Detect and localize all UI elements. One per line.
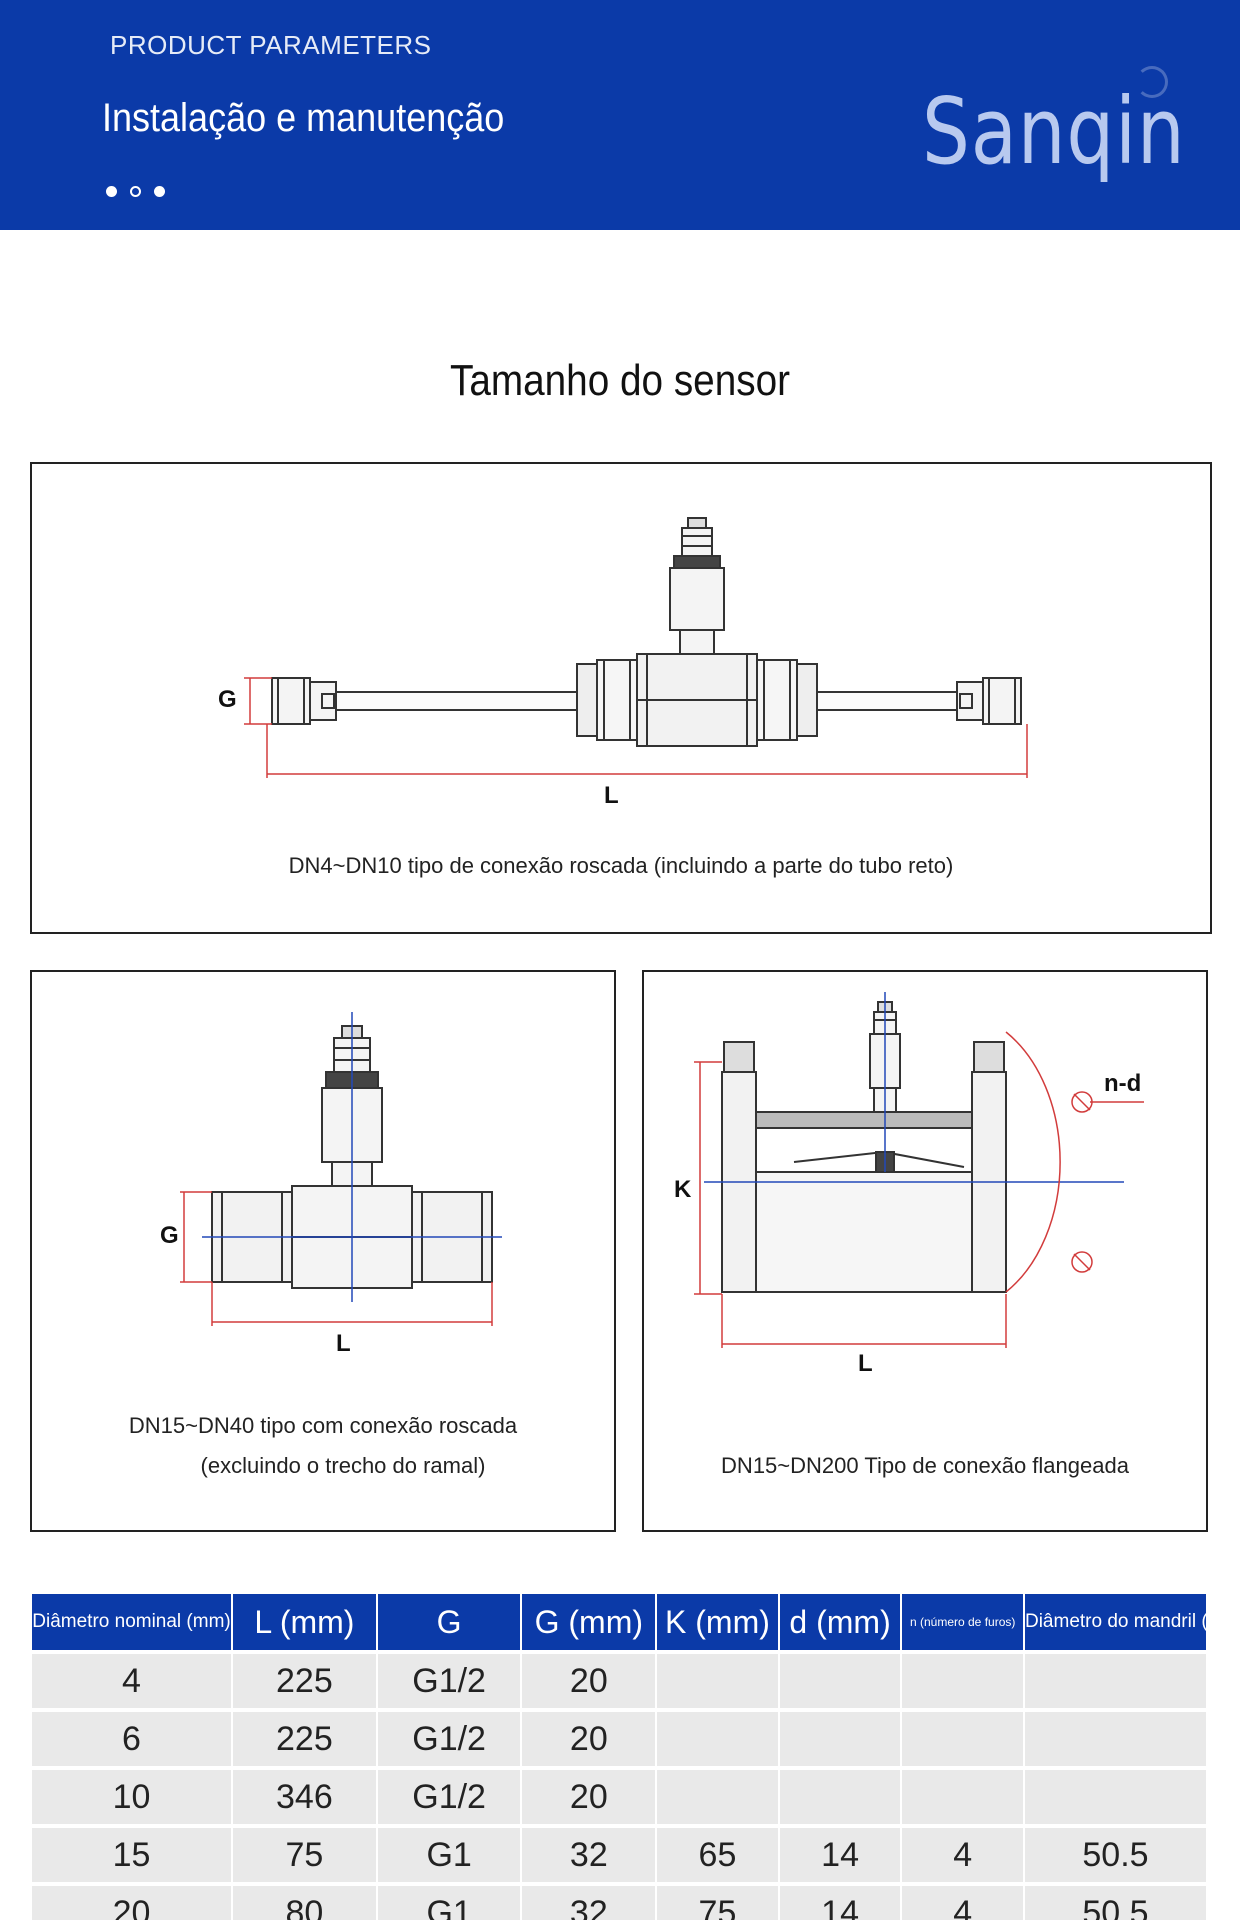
table-cell: 4	[902, 1826, 1023, 1884]
table-cell: 14	[779, 1884, 901, 1920]
table-cell: 6	[32, 1710, 232, 1768]
table-cell: 225	[233, 1710, 376, 1768]
banner-heading: Instalação e manutenção	[102, 96, 505, 140]
column-header-nominal-diameter: Diâmetro nominal (mm)	[32, 1594, 232, 1652]
table-cell: 225	[233, 1652, 376, 1710]
column-header-g-mm: G (mm)	[522, 1594, 656, 1652]
dimension-label-l: L	[858, 1350, 873, 1377]
column-header-l: L (mm)	[233, 1594, 376, 1652]
section-title: Tamanho do sensor	[449, 356, 791, 405]
banner-kicker: PRODUCT PARAMETERS	[110, 30, 432, 60]
table-cell: 20	[522, 1652, 656, 1710]
table-row: 10 346 G1/2 20	[32, 1768, 1206, 1826]
table-cell: 14	[779, 1826, 901, 1884]
table-cell: 20	[522, 1710, 656, 1768]
table-cell	[902, 1710, 1023, 1768]
table-cell	[902, 1768, 1023, 1826]
flanged-sensor-drawing	[694, 992, 1144, 1348]
table-cell: 20	[32, 1884, 232, 1920]
table-cell: 75	[233, 1826, 376, 1884]
column-header-k: K (mm)	[657, 1594, 778, 1652]
table-cell: 80	[233, 1884, 376, 1920]
dimension-label-nd: n-d	[1104, 1070, 1142, 1097]
column-header-n: n (número de furos)	[902, 1594, 1023, 1652]
diagram-panel-threaded-small: G L DN4~DN10 tipo de conexão roscada (in…	[30, 462, 1212, 934]
table-cell: 65	[657, 1826, 778, 1884]
table-row: 4 225 G1/2 20	[32, 1652, 1206, 1710]
table-cell	[657, 1768, 778, 1826]
table-cell: 50.5	[1024, 1826, 1206, 1884]
column-header-g: G	[377, 1594, 521, 1652]
threaded-sensor-drawing	[244, 517, 1028, 778]
table-cell: 15	[32, 1826, 232, 1884]
table-cell	[779, 1768, 901, 1826]
table-cell	[657, 1710, 778, 1768]
diagram-panel-flanged: K n-d L DN15~DN200 Tipo de conexão flang…	[642, 970, 1208, 1532]
carousel-dot-2[interactable]	[130, 186, 141, 197]
table-cell: 20	[522, 1768, 656, 1826]
column-header-mandrel-diameter: Diâmetro do mandril (mm)	[1024, 1594, 1206, 1652]
brand-logo: Sanqin	[922, 78, 1186, 185]
carousel-dot-1[interactable]	[106, 186, 117, 197]
diagram-caption-line-1: DN15~DN40 tipo com conexão roscada	[128, 1413, 518, 1438]
table-cell	[902, 1652, 1023, 1710]
table-cell: 346	[233, 1768, 376, 1826]
table-cell: 32	[522, 1884, 656, 1920]
table-cell: 32	[522, 1826, 656, 1884]
diagram-panel-threaded-medium: G L DN15~DN40 tipo com conexão roscada (…	[30, 970, 616, 1532]
dimension-label-g: G	[218, 686, 237, 713]
dimension-label-g: G	[160, 1222, 179, 1249]
threaded-medium-drawing	[180, 1012, 502, 1326]
table-cell: 4	[32, 1652, 232, 1710]
table-cell: G1/2	[377, 1652, 521, 1710]
dimension-label-l: L	[604, 782, 619, 809]
column-header-d: d (mm)	[779, 1594, 901, 1652]
table-cell: G1/2	[377, 1710, 521, 1768]
table-cell	[1024, 1710, 1206, 1768]
header-banner: PRODUCT PARAMETERS Instalação e manutenç…	[0, 0, 1240, 230]
dimension-label-l: L	[336, 1330, 351, 1357]
diagram-caption: DN15~DN200 Tipo de conexão flangeada	[721, 1453, 1129, 1478]
table-cell: 75	[657, 1884, 778, 1920]
table-cell: G1	[377, 1884, 521, 1920]
table-cell: 50.5	[1024, 1884, 1206, 1920]
table-header-row: Diâmetro nominal (mm) L (mm) G G (mm) K …	[32, 1594, 1206, 1652]
parameters-table: Diâmetro nominal (mm) L (mm) G G (mm) K …	[30, 1594, 1208, 1920]
dimension-label-k: K	[674, 1176, 692, 1203]
table-cell: G1	[377, 1826, 521, 1884]
carousel-dot-3[interactable]	[154, 186, 165, 197]
table-row: 6 225 G1/2 20	[32, 1710, 1206, 1768]
brand-logo-icon	[1136, 66, 1168, 98]
table-cell: 10	[32, 1768, 232, 1826]
table-row: 20 80 G1 32 75 14 4 50.5	[32, 1884, 1206, 1920]
table-cell	[657, 1652, 778, 1710]
table-cell	[1024, 1652, 1206, 1710]
diagram-caption: DN4~DN10 tipo de conexão roscada (inclui…	[288, 853, 954, 878]
table-cell	[779, 1710, 901, 1768]
table-cell: G1/2	[377, 1768, 521, 1826]
carousel-dots[interactable]	[106, 186, 165, 197]
table-cell: 4	[902, 1884, 1023, 1920]
table-cell	[779, 1652, 901, 1710]
diagram-caption-line-2: (excluindo o trecho do ramal)	[200, 1453, 486, 1478]
table-cell	[1024, 1768, 1206, 1826]
table-row: 15 75 G1 32 65 14 4 50.5	[32, 1826, 1206, 1884]
